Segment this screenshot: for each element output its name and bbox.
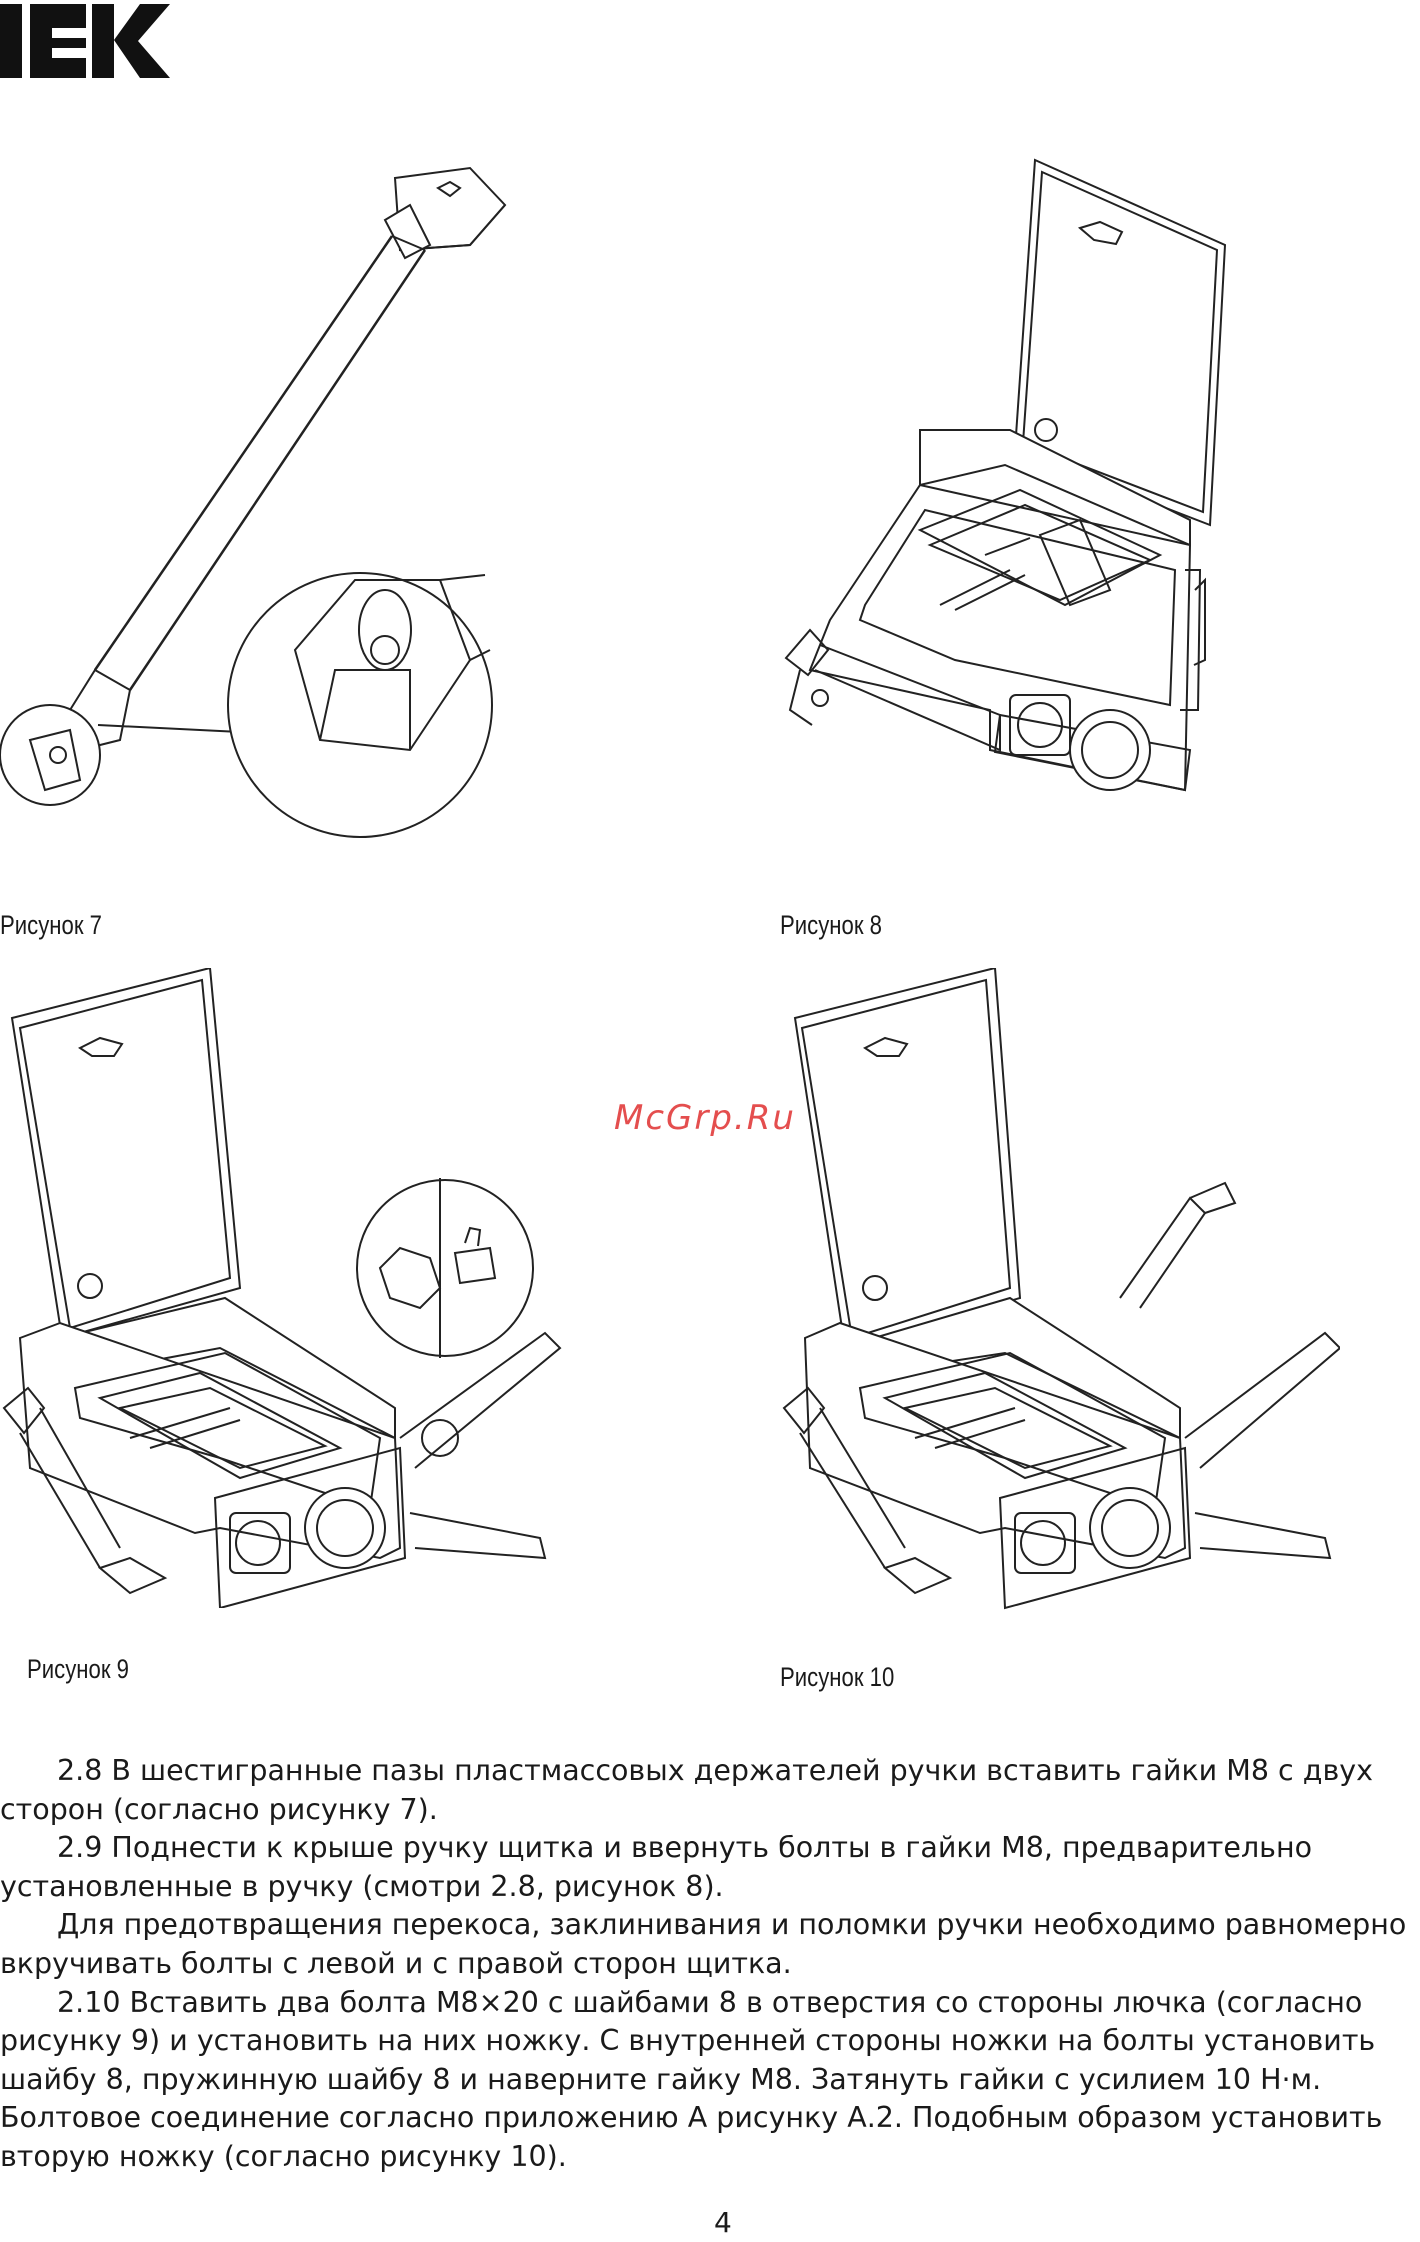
paragraph-warning: Для предотвращения перекоса, заклинивани… [0, 1908, 1407, 1980]
page-number: 4 [714, 2206, 732, 2239]
figure-10-caption: Рисунок 10 [780, 1662, 895, 1692]
iek-logo [0, 0, 172, 82]
paragraph-2-10: 2.10 Вставить два болта М8×20 с шайбами … [0, 1985, 1383, 2173]
paragraph-2-8: 2.8 В шестигранные пазы пластмассовых де… [0, 1754, 1373, 1826]
figure-7-caption: Рисунок 7 [0, 910, 102, 940]
figure-10-drawing [780, 968, 1340, 1618]
figure-8-drawing [780, 150, 1240, 850]
instructions-text: 2.8 В шестигранные пазы пластмассовых де… [0, 1752, 1418, 2177]
figure-7-drawing [0, 150, 520, 840]
paragraph-2-9: 2.9 Поднести к крыше ручку щитка и вверн… [0, 1831, 1313, 1903]
watermark: McGrp.Ru [614, 1098, 796, 1138]
figure-9-drawing [0, 968, 565, 1608]
figure-8-caption: Рисунок 8 [780, 910, 882, 940]
figure-9-caption: Рисунок 9 [27, 1654, 129, 1684]
